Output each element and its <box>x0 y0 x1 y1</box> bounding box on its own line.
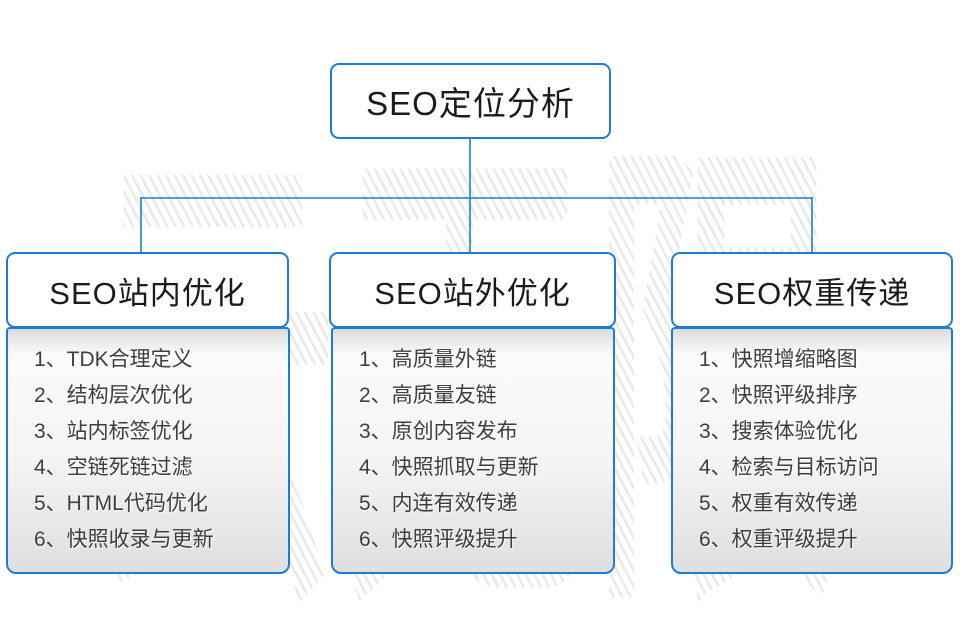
column-header-weight-title: SEO权重传递 <box>713 275 911 311</box>
list-item: 2、快照评级排序 <box>699 384 858 407</box>
list-item: 6、快照收录与更新 <box>34 528 214 551</box>
column-header-offsite-title: SEO站外优化 <box>374 275 571 311</box>
list-item: 3、原创内容发布 <box>359 420 518 443</box>
list-item: 1、快照增缩略图 <box>699 348 858 371</box>
column-header-onsite-title: SEO站内优化 <box>49 275 246 311</box>
list-item: 4、快照抓取与更新 <box>359 456 539 479</box>
list-item: 2、结构层次优化 <box>34 384 193 407</box>
list-item: 2、高质量友链 <box>359 384 497 407</box>
column-list-offsite: 1、高质量外链 2、高质量友链 3、原创内容发布 4、快照抓取与更新 5、内连有… <box>331 327 615 574</box>
list-item: 5、权重有效传递 <box>699 492 858 515</box>
list-item: 4、检索与目标访问 <box>699 456 879 479</box>
column-header-weight: SEO权重传递 <box>671 252 953 328</box>
column-list-weight: 1、快照增缩略图 2、快照评级排序 3、搜索体验优化 4、检索与目标访问 5、权… <box>671 327 953 574</box>
list-item: 5、HTML代码优化 <box>34 492 208 515</box>
list-item: 4、空链死链过滤 <box>34 456 193 479</box>
list-item: 6、权重评级提升 <box>699 528 858 551</box>
root-box-title: SEO定位分析 <box>366 85 575 122</box>
column-header-offsite: SEO站外优化 <box>329 252 616 328</box>
column-header-onsite: SEO站内优化 <box>6 252 289 328</box>
list-item: 3、搜索体验优化 <box>699 420 858 443</box>
list-item: 1、高质量外链 <box>359 348 497 371</box>
list-item: 5、内连有效传递 <box>359 492 518 515</box>
list-item: 1、TDK合理定义 <box>34 348 193 371</box>
list-item: 3、站内标签优化 <box>34 420 193 443</box>
list-item: 6、快照评级提升 <box>359 528 518 551</box>
root-box: SEO定位分析 <box>330 63 611 139</box>
column-list-onsite: 1、TDK合理定义 2、结构层次优化 3、站内标签优化 4、空链死链过滤 5、H… <box>6 327 290 574</box>
